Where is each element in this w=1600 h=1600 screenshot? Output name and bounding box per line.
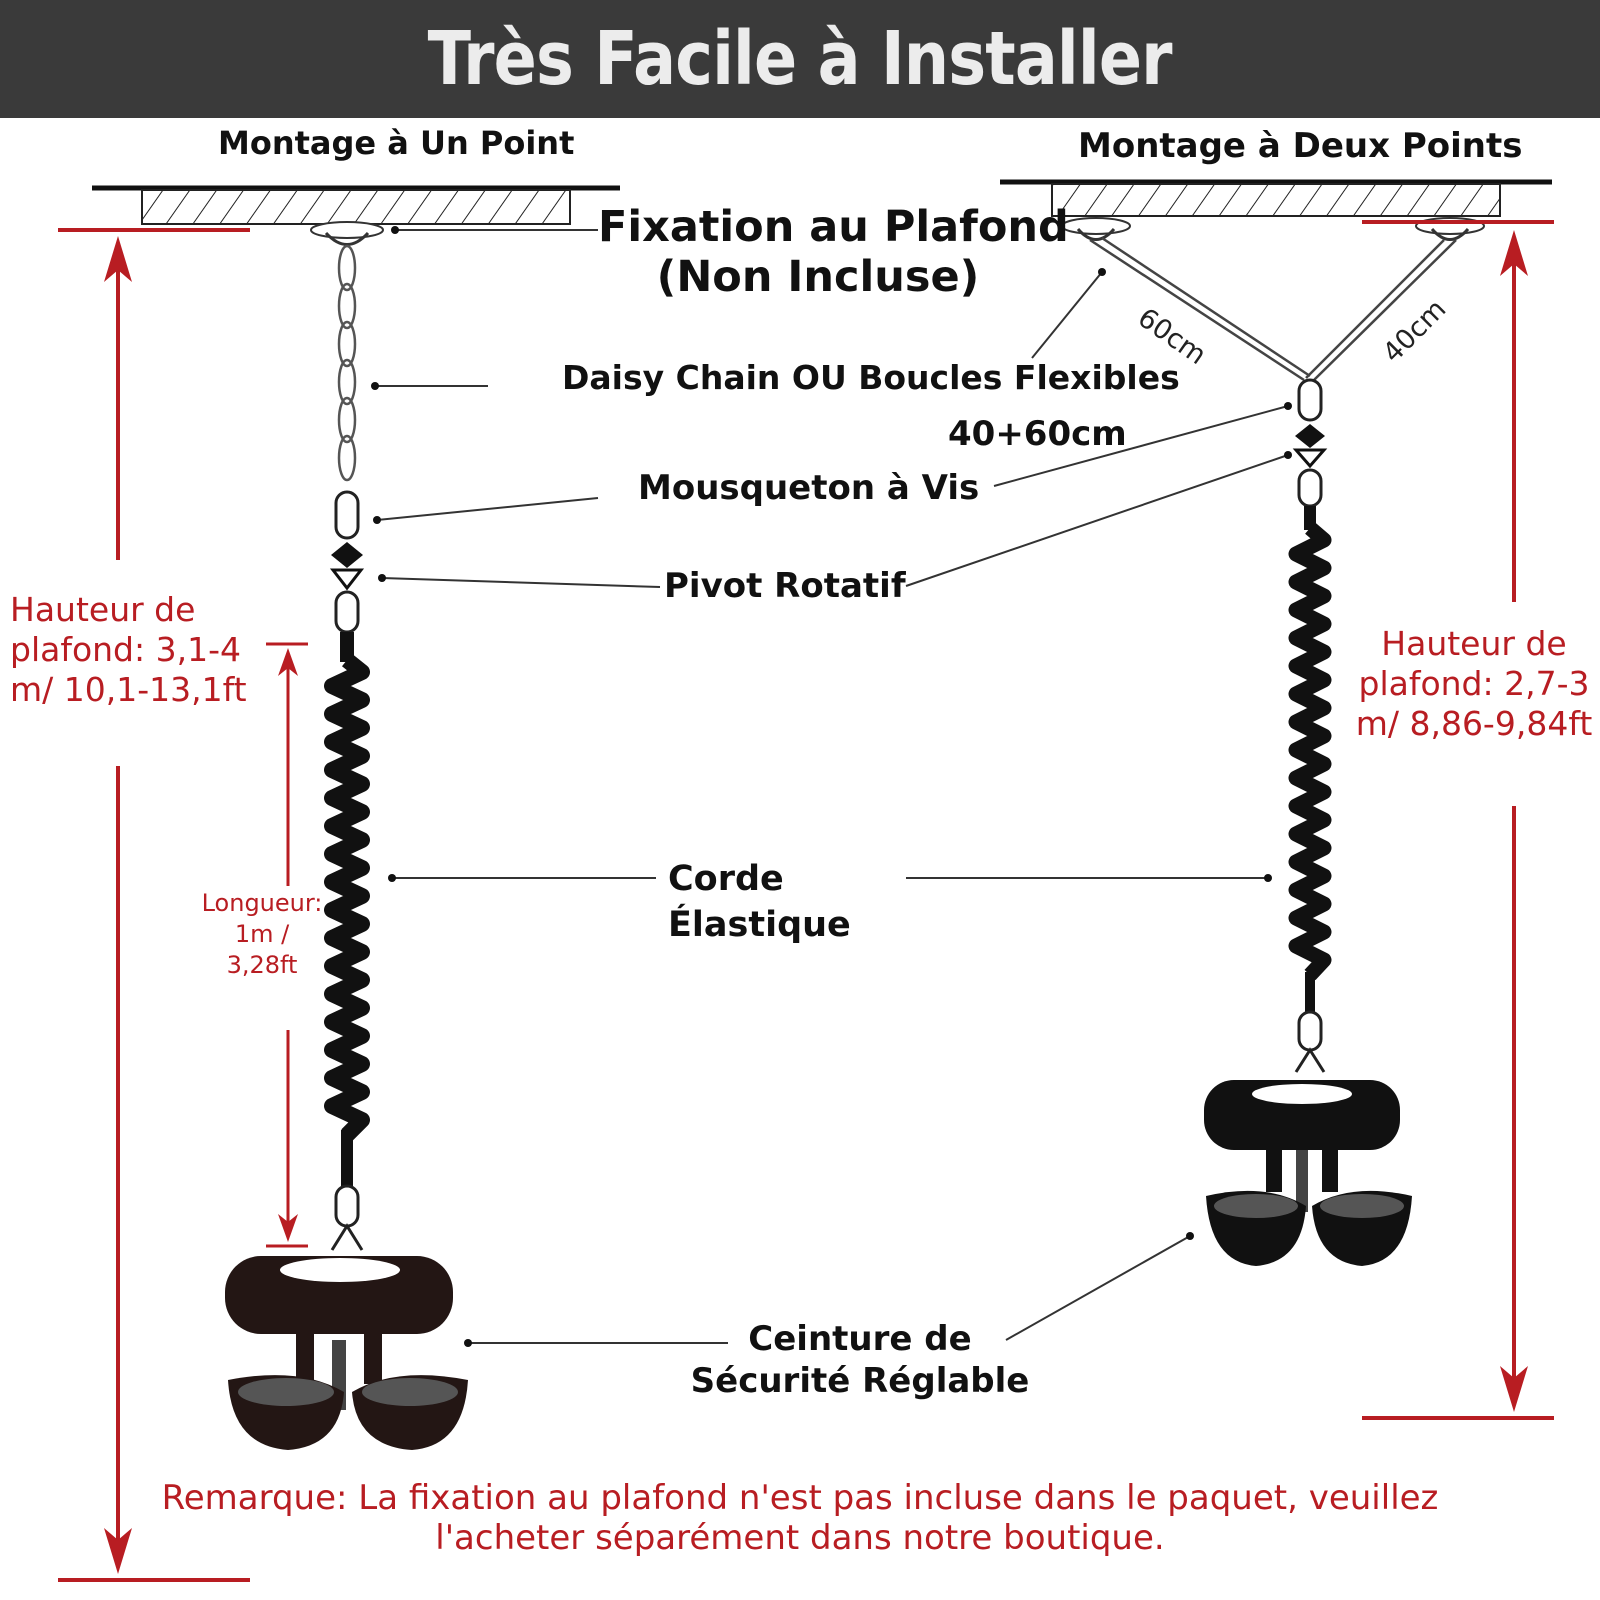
left-ceiling-height-line2: plafond: 3,1-4 xyxy=(10,630,241,669)
heading-two-points: Montage à Deux Points xyxy=(1078,126,1523,166)
left-ceiling-height-line3: m/ 10,1-13,1ft xyxy=(10,670,247,709)
left-bungee-cord-icon xyxy=(324,632,370,1251)
heading-single-point: Montage à Un Point xyxy=(218,124,575,162)
strap-label-40cm: 40cm xyxy=(1377,294,1452,369)
right-ceiling-height-line1: Hauteur de xyxy=(1381,624,1567,663)
right-swivel-icon xyxy=(1292,424,1328,469)
right-ceiling-height-label: Hauteur de plafond: 2,7-3 m/ 8,86-9,84ft xyxy=(1350,624,1598,744)
left-swivel-icon xyxy=(329,542,365,591)
left-ceiling-height-label: Hauteur de plafond: 3,1-4 m/ 10,1-13,1ft xyxy=(10,590,247,710)
bungee-length-line3: 3,28ft xyxy=(226,951,298,979)
callout-screw-carabiner: Mousqueton à Vis xyxy=(638,468,980,508)
note-line1: Remarque: La fixation au plafond n'est p… xyxy=(161,1478,1439,1518)
callout-harness-line2: Sécurité Réglable xyxy=(690,1361,1030,1401)
title-banner: Très Facile à Installer xyxy=(0,0,1600,118)
note: Remarque: La fixation au plafond n'est p… xyxy=(160,1478,1440,1558)
left-carabiner-icon xyxy=(334,490,360,634)
right-ceiling-height-arrow xyxy=(1362,220,1554,1420)
callout-harness-line1: Ceinture de xyxy=(748,1319,972,1359)
callout-daisy-chain: Daisy Chain OU Boucles Flexibles xyxy=(562,358,1180,397)
leader-lines xyxy=(375,229,1289,1344)
bungee-length-label: Longueur: 1m / 3,28ft xyxy=(186,888,338,981)
callout-ceiling-fixture: Fixation au Plafond (Non Incluse) xyxy=(598,202,1069,302)
bungee-length-arrow xyxy=(266,642,308,1248)
bungee-length-line2: 1m / xyxy=(234,920,290,948)
two-point-straps xyxy=(1089,236,1457,382)
right-carabiner-icon xyxy=(1297,378,1323,508)
left-ceiling xyxy=(92,185,620,225)
left-ceiling-height-arrow xyxy=(58,228,250,1582)
left-ceiling-mount-icon xyxy=(310,221,384,246)
right-harness-icon xyxy=(1204,1080,1412,1266)
leader-dots xyxy=(371,226,1292,1347)
callout-bungee-line1: Corde xyxy=(668,859,784,899)
callout-harness: Ceinture de Sécurité Réglable xyxy=(690,1318,1030,1402)
right-bungee-cord-icon xyxy=(1288,506,1332,1073)
left-harness-icon xyxy=(225,1256,468,1450)
left-ceiling-height-line1: Hauteur de xyxy=(10,590,196,629)
page-title: Très Facile à Installer xyxy=(427,16,1173,102)
callout-ceiling-fixture-line2: (Non Incluse) xyxy=(656,252,980,302)
callout-bungee-line2: Élastique xyxy=(668,905,851,945)
note-line2: l'acheter séparément dans notre boutique… xyxy=(435,1518,1165,1558)
callout-ceiling-fixture-line1: Fixation au Plafond xyxy=(598,202,1069,252)
callout-strap-length: 40+60cm xyxy=(948,414,1127,454)
callout-swivel: Pivot Rotatif xyxy=(664,566,906,606)
right-ceiling-height-line3: m/ 8,86-9,84ft xyxy=(1355,704,1593,743)
left-daisy-chain-icon xyxy=(337,244,357,482)
right-ceiling xyxy=(1000,179,1552,217)
callout-bungee-cord: Corde Élastique xyxy=(668,856,851,948)
bungee-length-line1: Longueur: xyxy=(201,889,323,917)
right-ceiling-height-line2: plafond: 2,7-3 xyxy=(1358,664,1590,703)
